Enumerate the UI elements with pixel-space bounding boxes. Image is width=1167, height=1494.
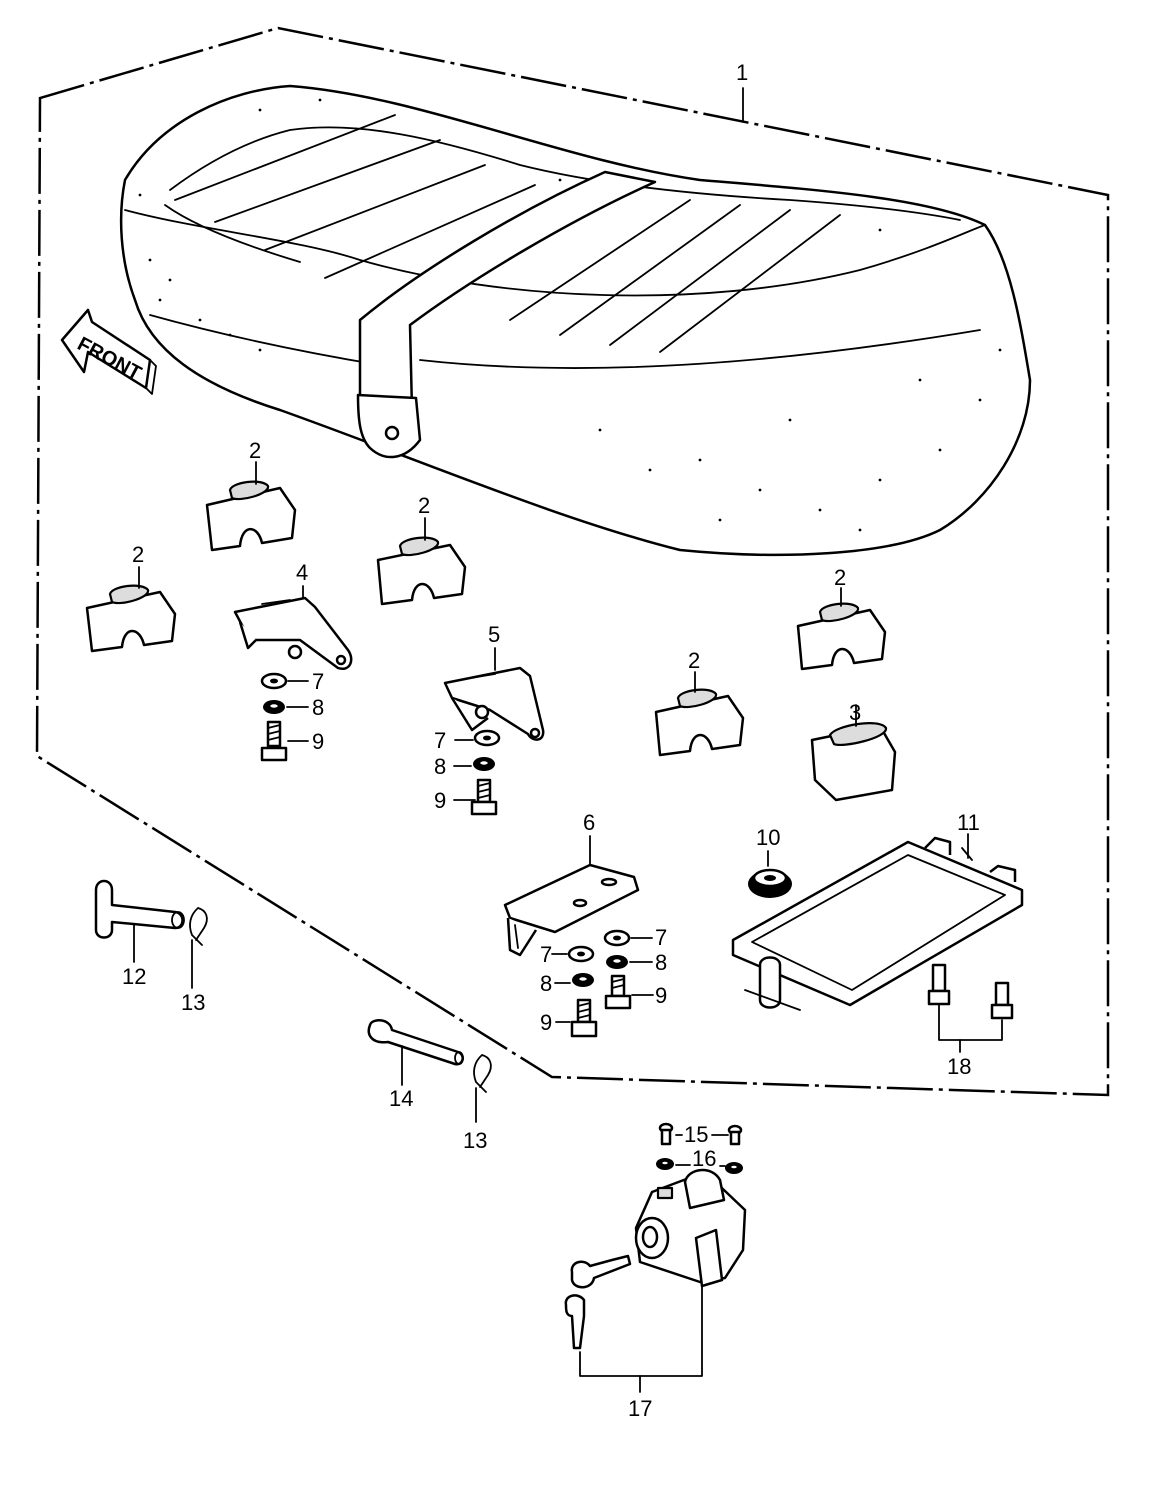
callout-5: 5 bbox=[488, 622, 500, 647]
screws-18 bbox=[927, 963, 1014, 1053]
lock-screws-15 bbox=[658, 1122, 743, 1146]
callout-2-c: 2 bbox=[132, 542, 144, 567]
callout-9-c: 9 bbox=[655, 983, 667, 1008]
callout-8-c: 8 bbox=[655, 950, 667, 975]
damper-3 bbox=[810, 704, 897, 802]
hinge-pin-12 bbox=[94, 879, 185, 963]
pin-14 bbox=[367, 1019, 464, 1086]
damper-2-c bbox=[85, 566, 177, 653]
callout-8-d: 8 bbox=[540, 971, 552, 996]
seat-assembly bbox=[119, 84, 1032, 557]
callout-14: 14 bbox=[389, 1086, 413, 1111]
callout-12: 12 bbox=[122, 964, 146, 989]
callout-4: 4 bbox=[296, 560, 308, 585]
bracket-4 bbox=[233, 585, 353, 671]
bolt-9-d bbox=[555, 998, 598, 1038]
callout-11: 11 bbox=[957, 810, 980, 835]
callout-9-b: 9 bbox=[434, 788, 446, 813]
nut-8-a bbox=[263, 700, 309, 714]
nut-8-c bbox=[606, 955, 653, 969]
callout-7-a: 7 bbox=[312, 669, 324, 694]
clip-13-b bbox=[473, 1054, 492, 1123]
grommet-10 bbox=[748, 850, 792, 898]
callout-1: 1 bbox=[736, 60, 748, 85]
callout-9-a: 9 bbox=[312, 729, 324, 754]
washer-7-d bbox=[551, 945, 595, 963]
callout-2-b: 2 bbox=[418, 493, 430, 518]
callout-10: 10 bbox=[756, 825, 780, 850]
bolt-9-a bbox=[260, 720, 309, 762]
callout-13-b: 13 bbox=[463, 1128, 487, 1153]
callout-2-e: 2 bbox=[688, 648, 700, 673]
nut-8-d bbox=[554, 973, 594, 987]
washer-7-c bbox=[603, 929, 653, 947]
callout-7-b: 7 bbox=[434, 728, 446, 753]
callout-7-d: 7 bbox=[540, 942, 552, 967]
callout-8-b: 8 bbox=[434, 754, 446, 779]
bolt-9-b bbox=[453, 778, 498, 816]
callout-17: 17 bbox=[628, 1396, 652, 1421]
bolt-9-c bbox=[604, 974, 654, 1010]
callout-8-a: 8 bbox=[312, 695, 324, 720]
callout-15: 15 bbox=[684, 1122, 708, 1147]
clip-13-a bbox=[189, 907, 208, 989]
callout-7-c: 7 bbox=[655, 925, 667, 950]
damper-2-d bbox=[796, 587, 887, 671]
plate-6 bbox=[503, 835, 640, 957]
callout-13-a: 13 bbox=[181, 990, 205, 1015]
callout-2-d: 2 bbox=[834, 565, 846, 590]
damper-2-e bbox=[654, 671, 745, 757]
front-direction-arrow: FRONT bbox=[60, 308, 157, 395]
washer-7-b bbox=[454, 729, 501, 747]
callout-9-d: 9 bbox=[540, 1010, 552, 1035]
washer-7-a bbox=[260, 672, 309, 690]
damper-2-b bbox=[376, 517, 467, 606]
nut-8-b bbox=[453, 757, 495, 771]
assembly-boundary-outline bbox=[35, 26, 1110, 1097]
lock-washers-16 bbox=[656, 1158, 743, 1174]
damper-2-a bbox=[205, 461, 297, 552]
callout-16: 16 bbox=[692, 1146, 716, 1171]
bracket-5 bbox=[443, 647, 545, 741]
callout-6: 6 bbox=[583, 810, 595, 835]
callout-2-a: 2 bbox=[249, 438, 261, 463]
seat-lock-17 bbox=[564, 1168, 747, 1393]
callout-18: 18 bbox=[947, 1054, 971, 1079]
callout-3: 3 bbox=[849, 700, 861, 725]
tray-11 bbox=[731, 833, 1024, 1011]
